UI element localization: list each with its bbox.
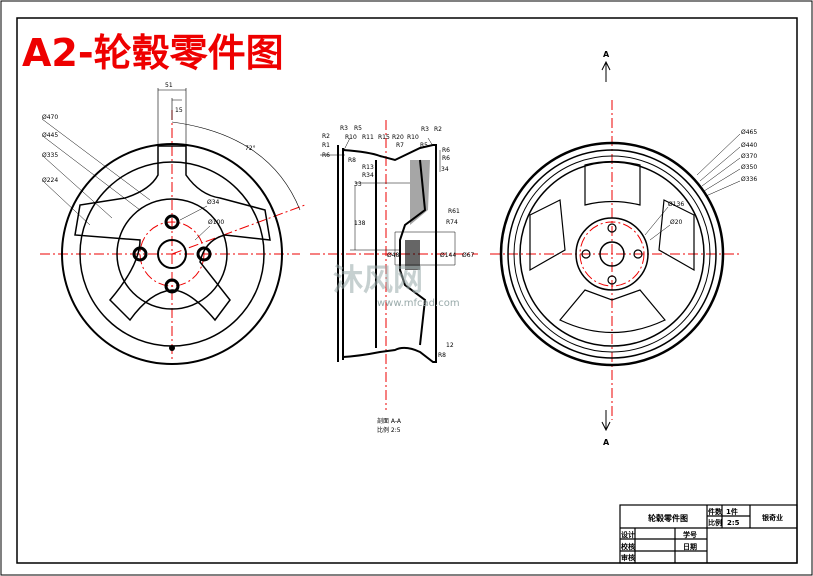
dim-label: Ø136 (668, 201, 684, 208)
dim-label: 33 (354, 181, 362, 188)
dim-label: Ø34 (207, 199, 220, 206)
watermark: 沐风网 www.mfcad.com (333, 263, 460, 309)
dim-label: Ø100 (208, 219, 224, 226)
dim-label: 51 (165, 82, 173, 89)
section-note: 剖面 A-A (377, 417, 402, 425)
dim-label: R20 (392, 134, 404, 141)
dim-label: 72° (245, 145, 256, 152)
dim-label: R10 (407, 134, 419, 141)
reviewer-label: 审核 (621, 553, 635, 562)
dim-label: R8 (348, 157, 356, 164)
watermark-url: www.mfcad.com (377, 298, 460, 309)
dim-label: 12 (446, 342, 454, 349)
dim-label: R1 (322, 142, 330, 149)
qty-value: 1件 (726, 507, 738, 516)
section-view: R2 R3 R5 R10 R11 R15 R20 R10 R3 R2 R1 R6… (310, 120, 478, 434)
dim-label: Ø350 (741, 164, 757, 171)
dim-label: R61 (448, 208, 460, 215)
dim-label: R74 (446, 219, 458, 226)
drawing-title: A2-轮毂零件图 (22, 31, 284, 75)
section-note: 比例 2:5 (377, 426, 401, 434)
scale-value: 2:5 (727, 519, 740, 527)
section-mark-bottom: A (603, 438, 610, 447)
dim-label: Ø224 (42, 177, 58, 184)
dim-label: R11 (362, 134, 374, 141)
date-label: 日期 (683, 542, 697, 551)
dim-label: Ø144 (440, 252, 456, 259)
organization: 银奇业 (762, 513, 783, 522)
dim-label: Ø20 (670, 219, 683, 226)
checker-label: 校核 (621, 542, 635, 551)
part-name: 轮毂零件图 (648, 513, 688, 523)
dim-label: Ø370 (741, 153, 757, 160)
dim-label: Ø67 (462, 252, 475, 259)
dim-label: R15 (378, 134, 390, 141)
dim-label: R5 (354, 125, 362, 132)
title-block (619, 504, 798, 564)
dim-label: 15 (175, 107, 183, 114)
dim-label: R6 (442, 147, 450, 154)
front-view: 51 15 72° Ø470 Ø445 Ø335 Ø224 Ø34 Ø100 (40, 82, 306, 365)
dim-label: R5 (420, 142, 428, 149)
dim-label: Ø335 (42, 152, 58, 159)
dim-label: Ø445 (42, 132, 58, 139)
dim-label: R3 (340, 125, 348, 132)
drawing-frame (16, 17, 798, 564)
dim-label: Ø48 (387, 252, 400, 259)
designer-label: 设计 (621, 530, 635, 539)
dim-label: 34 (441, 166, 449, 173)
watermark-brand: 沐风网 (333, 263, 423, 298)
section-mark-top: A (603, 50, 610, 59)
scale-label: 比例 (708, 518, 722, 527)
dim-label: R2 (434, 126, 442, 133)
dim-label: R6 (322, 152, 330, 159)
dim-label: R3 (421, 126, 429, 133)
dim-label: Ø440 (741, 142, 757, 149)
dim-label: R6 (442, 155, 450, 162)
dim-label: Ø470 (42, 114, 58, 121)
dim-label: Ø336 (741, 176, 757, 183)
dim-label: R7 (396, 142, 404, 149)
dim-label: R2 (322, 133, 330, 140)
rear-view: A A Ø465 Ø440 Ø370 Ø350 Ø336 Ø136 Ø20 (490, 50, 757, 447)
dim-label: R13 (362, 164, 374, 171)
dim-label: 138 (354, 220, 366, 227)
dim-label: R10 (345, 134, 357, 141)
dim-label: R34 (362, 172, 374, 179)
student-no-label: 学号 (683, 530, 697, 539)
dim-label: R8 (438, 352, 446, 359)
dim-label: Ø465 (741, 129, 757, 136)
qty-label: 件数 (708, 507, 723, 516)
